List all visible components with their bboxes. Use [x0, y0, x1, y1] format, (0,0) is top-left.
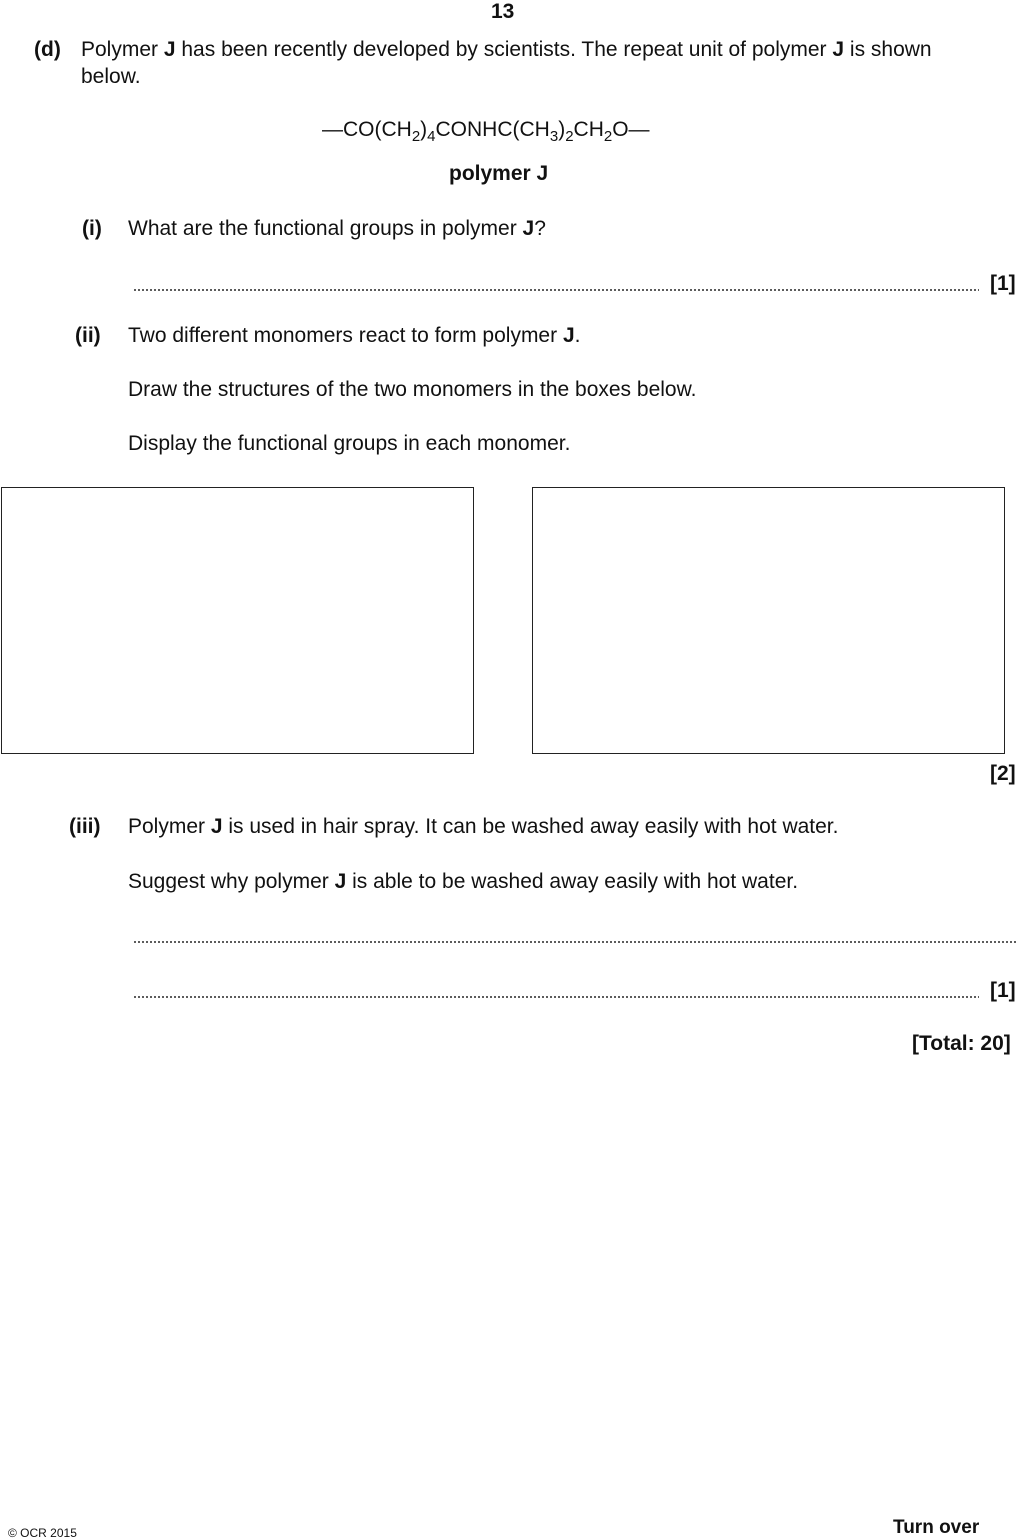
repeat-unit-formula: —CO(CH2)4CONHC(CH3)2CH2O—: [322, 118, 650, 145]
part-ii-line1-end: .: [574, 324, 581, 347]
part-d-intro: Polymer J has been recently developed by…: [81, 38, 932, 62]
part-i-answer-line[interactable]: [133, 289, 979, 291]
part-iii-answer-line-2[interactable]: [133, 996, 979, 998]
formula-caption: polymer J: [449, 162, 549, 185]
part-ii-line3: Display the functional groups in each mo…: [128, 432, 571, 455]
part-iii-line1-j: J: [210, 815, 223, 838]
part-ii-marks: [2]: [990, 762, 1016, 785]
part-iii-line2: Suggest why polymer J is able to be wash…: [128, 870, 798, 894]
part-d-label: (d): [34, 38, 61, 61]
part-ii-line1: Two different monomers react to form pol…: [128, 324, 580, 348]
part-iii-label: (iii): [69, 815, 101, 838]
part-ii-line1-text: Two different monomers react to form pol…: [128, 324, 563, 347]
part-iii-line2-text-a: Suggest why polymer: [128, 870, 335, 893]
formula-part: ): [420, 118, 428, 141]
intro-j-1: J: [163, 38, 176, 61]
monomer-answer-box-1[interactable]: [1, 487, 474, 754]
part-ii-label: (ii): [75, 324, 101, 347]
part-i-question-end: ?: [534, 217, 546, 240]
part-i-marks: [1]: [990, 272, 1016, 295]
formula-subscript: 2: [603, 128, 613, 145]
part-i-question: What are the functional groups in polyme…: [128, 217, 546, 241]
formula-part: —CO(CH: [322, 118, 412, 141]
part-ii-line1-j: J: [562, 324, 575, 347]
part-i-question-j: J: [522, 217, 535, 240]
formula-subscript: 3: [549, 128, 559, 145]
formula-part: CH: [573, 118, 604, 141]
formula-part: ): [558, 118, 566, 141]
monomer-answer-box-2[interactable]: [532, 487, 1005, 754]
page-number: 13: [491, 0, 515, 23]
formula-subscript: 4: [427, 128, 436, 145]
part-iii-line2-text-b: is able to be washed away easily with ho…: [346, 870, 799, 893]
formula-part: CONHC(CH: [435, 118, 550, 141]
formula-subscript: 2: [411, 128, 421, 145]
part-d-intro-line2: below.: [81, 65, 141, 88]
part-ii-line2: Draw the structures of the two monomers …: [128, 378, 697, 401]
intro-j-2: J: [832, 38, 845, 61]
formula-part: O—: [612, 118, 650, 141]
part-iii-line1-text-a: Polymer: [128, 815, 211, 838]
intro-text-1: Polymer: [81, 38, 164, 61]
part-i-label: (i): [82, 217, 102, 240]
part-iii-line2-j: J: [334, 870, 347, 893]
intro-text-2: has been recently developed by scientist…: [175, 38, 833, 61]
turn-over: Turn over: [893, 1517, 980, 1538]
total-marks: [Total: 20]: [912, 1032, 1011, 1055]
part-iii-line1: Polymer J is used in hair spray. It can …: [128, 815, 838, 839]
part-iii-line1-text-b: is used in hair spray. It can be washed …: [222, 815, 839, 838]
copyright: © OCR 2015: [8, 1526, 77, 1540]
part-iii-marks: [1]: [990, 979, 1016, 1002]
part-iii-answer-line-1[interactable]: [133, 941, 1017, 943]
formula-subscript: 2: [565, 128, 574, 145]
part-i-question-text: What are the functional groups in polyme…: [128, 217, 523, 240]
intro-text-3: is shown: [844, 38, 932, 61]
